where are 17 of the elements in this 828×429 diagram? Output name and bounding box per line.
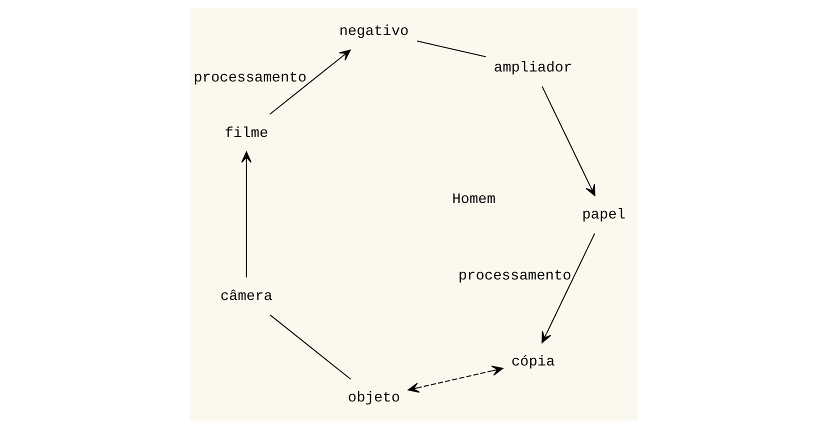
label: Homem (452, 192, 496, 208)
edge-label: processamento (194, 70, 307, 87)
edge-label: processamento (458, 268, 572, 284)
node-text: papel (582, 207, 626, 224)
arrow (542, 233, 596, 344)
arrow (270, 50, 351, 115)
node-text: ampliador (494, 60, 572, 76)
node-text: objeto (348, 390, 400, 407)
node-text: câmera (220, 288, 273, 305)
node-text: filme (224, 126, 268, 142)
connector (270, 314, 351, 380)
node-text: cópia (511, 354, 555, 370)
arrow (542, 86, 596, 196)
node-text: negativo (339, 24, 409, 40)
arrow (241, 151, 252, 278)
arrow (408, 366, 504, 393)
connector (416, 40, 486, 58)
